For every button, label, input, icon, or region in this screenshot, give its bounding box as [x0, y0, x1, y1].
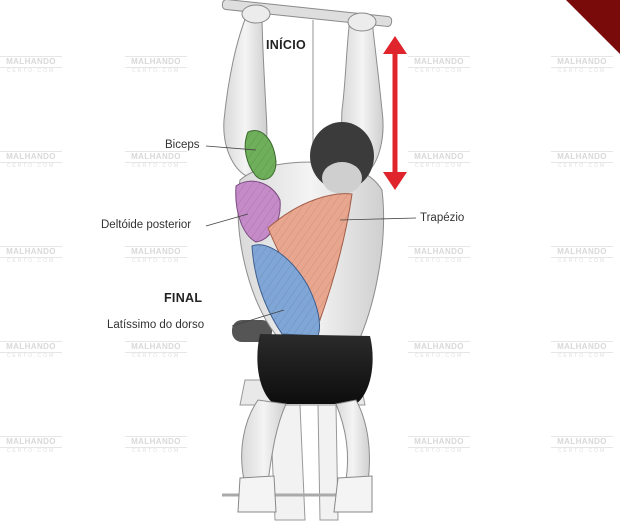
- end-heading: FINAL: [164, 291, 203, 305]
- left-hand: [241, 4, 271, 24]
- corner-badge: [566, 0, 620, 54]
- shorts: [257, 334, 373, 404]
- left-shoe: [237, 475, 277, 513]
- seat-post-2: [317, 404, 339, 521]
- right-hand: [347, 12, 377, 32]
- neck: [322, 162, 362, 194]
- biceps-label: Biceps: [165, 139, 200, 151]
- latissimus-label: Latíssimo do dorso: [107, 319, 205, 331]
- biceps-leader: [205, 145, 257, 151]
- trapezius-label: Trapézio: [420, 212, 465, 224]
- right-leg: [335, 399, 370, 483]
- start-heading: INÍCIO: [266, 38, 306, 52]
- right-shoe: [333, 475, 373, 513]
- latissimus-leader: [231, 309, 285, 327]
- posterior-deltoid-leader: [205, 213, 249, 227]
- motion-arrow-icon: [383, 36, 407, 190]
- posterior-deltoid-label: Deltóide posterior: [101, 219, 192, 231]
- trapezius-leader: [339, 217, 417, 221]
